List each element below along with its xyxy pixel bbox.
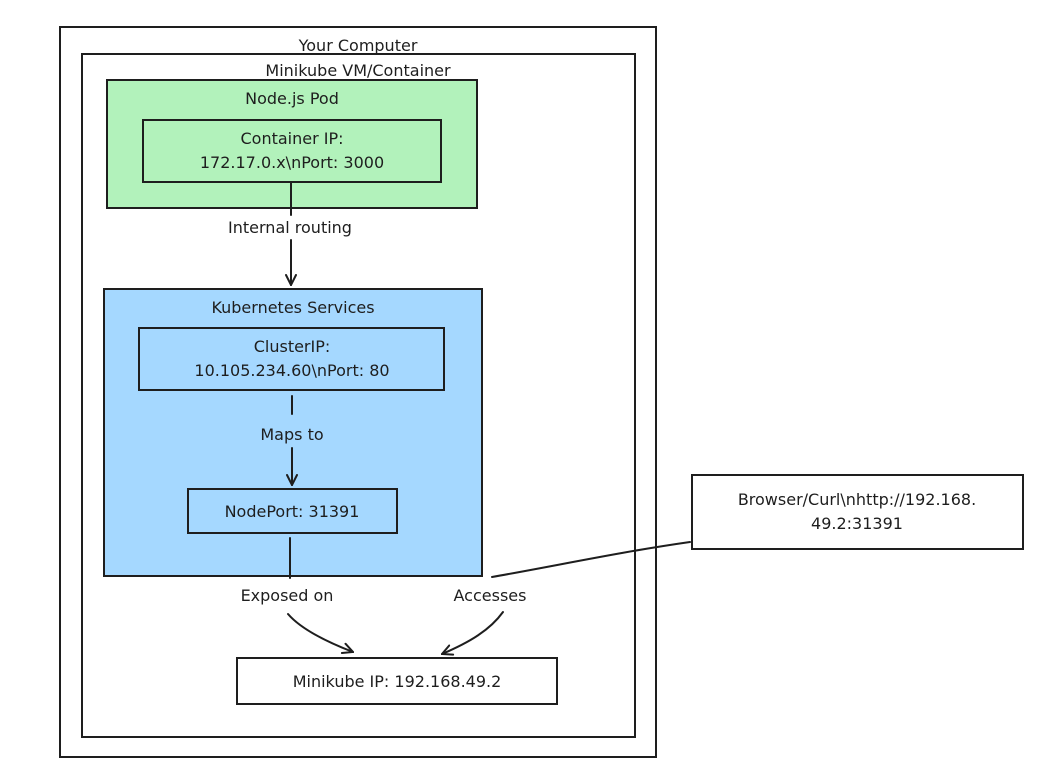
minikube-ip-node-box: [236, 657, 558, 705]
edge-exposed-on-label: Exposed on: [241, 586, 334, 605]
edge-internal-routing: Internal routing: [228, 181, 352, 286]
browser-curl-node-line1: Browser/Curl\nhttp://192.168.: [738, 490, 976, 509]
browser-curl-node-box: [691, 474, 1024, 550]
kubernetes-services-group: Kubernetes Services ClusterIP: 10.105.23…: [103, 288, 483, 577]
kubernetes-services-label: Kubernetes Services: [211, 298, 374, 317]
nodeport-node-label: NodePort: 31391: [225, 502, 360, 521]
browser-curl-node: Browser/Curl\nhttp://192.168. 49.2:31391: [691, 474, 1024, 550]
browser-curl-node-line2: 49.2:31391: [811, 514, 903, 533]
edge-exposed-on: Exposed on: [241, 537, 353, 652]
edge-internal-routing-label: Internal routing: [228, 218, 352, 237]
edge-exposed-on-arrow: [287, 613, 353, 652]
edge-maps-to-label: Maps to: [260, 425, 323, 444]
nodeport-node-box: [187, 488, 398, 534]
edge-accesses-arrow: [442, 611, 504, 654]
cluster-ip-node-box: [138, 327, 445, 391]
container-node-line2: 172.17.0.x\nPort: 3000: [200, 153, 384, 172]
edge-accesses: Accesses: [442, 541, 691, 654]
cluster-ip-node-line2: 10.105.234.60\nPort: 80: [194, 361, 389, 380]
nodejs-pod-group: Node.js Pod Container IP: 172.17.0.x\nPo…: [106, 79, 478, 209]
minikube-ip-node-label: Minikube IP: 192.168.49.2: [293, 672, 502, 691]
edge-accesses-line-top: [491, 541, 691, 578]
your-computer-label: Your Computer: [298, 36, 418, 55]
container-node-box: [142, 119, 442, 183]
edge-accesses-label: Accesses: [454, 586, 527, 605]
container-node-line1: Container IP:: [240, 129, 343, 148]
nodejs-pod-label: Node.js Pod: [245, 89, 339, 108]
edge-maps-to: Maps to: [260, 395, 324, 486]
minikube-vm-label: Minikube VM/Container: [265, 61, 451, 80]
minikube-ip-node: Minikube IP: 192.168.49.2: [236, 657, 558, 705]
cluster-ip-node-line1: ClusterIP:: [254, 337, 331, 356]
